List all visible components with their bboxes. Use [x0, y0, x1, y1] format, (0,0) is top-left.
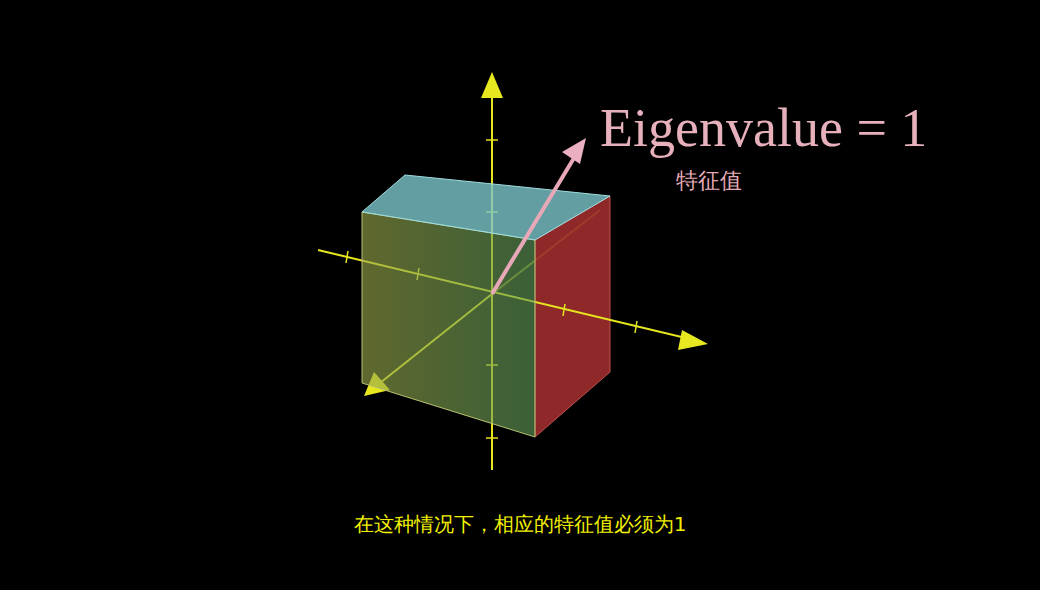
chinese-label: 特征值	[676, 168, 742, 194]
eigenvector-arrowhead	[562, 138, 586, 164]
cube-face	[362, 175, 610, 240]
subtitle: 在这种情况下，相应的特征值必须为1	[0, 512, 1040, 536]
axis-ticks	[346, 140, 637, 438]
eigenvector-arrow	[492, 158, 574, 294]
axis-arrowhead	[678, 330, 708, 350]
cube-face	[362, 212, 535, 437]
eigenvalue-label: Eigenvalue = 1	[600, 96, 927, 161]
axis-arrowhead	[481, 72, 503, 98]
